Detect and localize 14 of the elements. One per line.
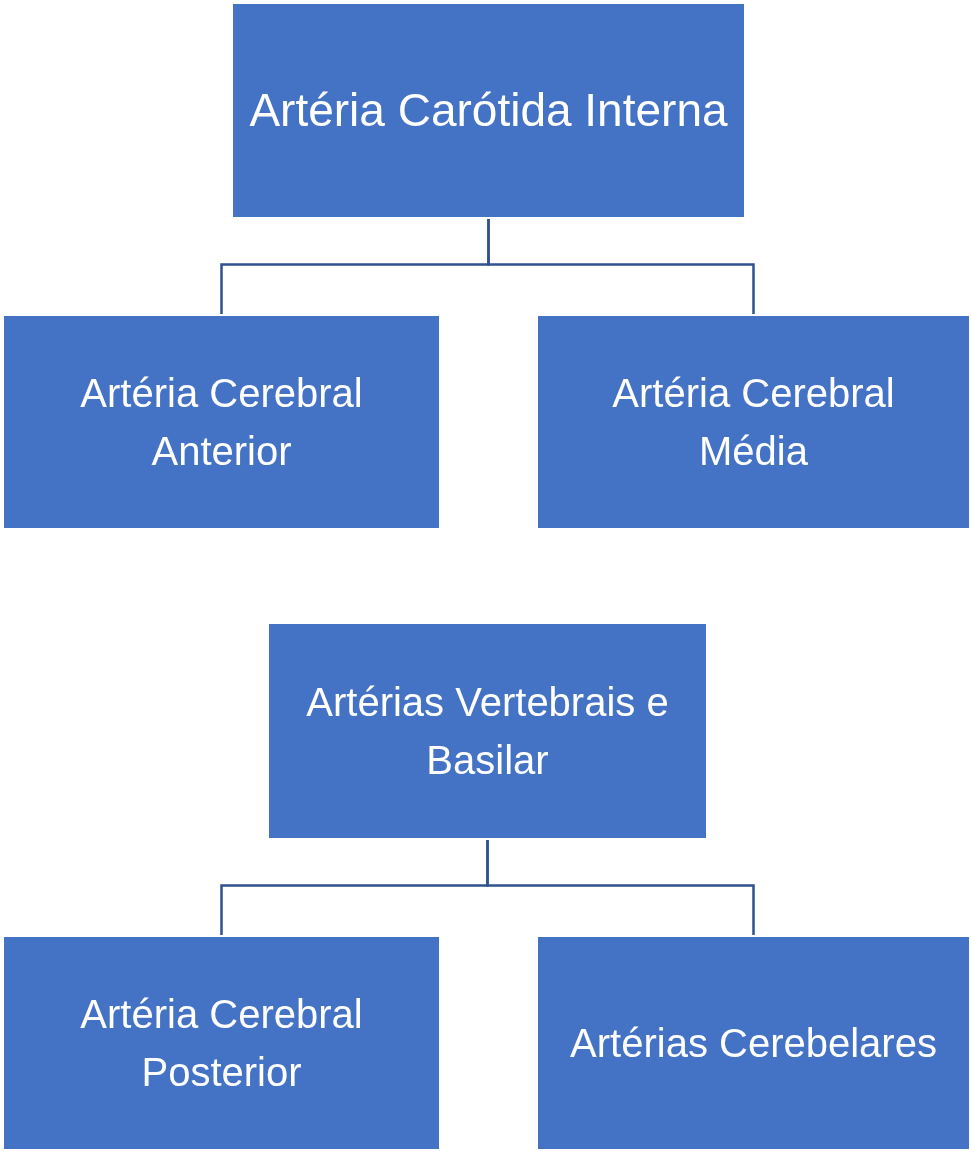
box-label: Artéria Cerebral Anterior: [79, 370, 364, 475]
artery-box: [231, 2, 746, 219]
artery-box: [2, 935, 441, 1151]
artery-box: [2, 314, 441, 530]
artery-box: [536, 314, 971, 530]
box-label: Artérias Vertebrais e Basilar: [305, 679, 670, 784]
box-label: Artéria Cerebral Média: [611, 370, 896, 475]
box-label: Artérias Cerebelares: [570, 1020, 937, 1067]
artery-box: [536, 935, 971, 1151]
connector-line: [486, 840, 755, 935]
artery-box: [267, 622, 708, 840]
connector-line: [487, 219, 755, 314]
box-label: Artéria Cerebral Posterior: [79, 991, 364, 1096]
box-label: Artéria Carótida Interna: [249, 83, 728, 139]
